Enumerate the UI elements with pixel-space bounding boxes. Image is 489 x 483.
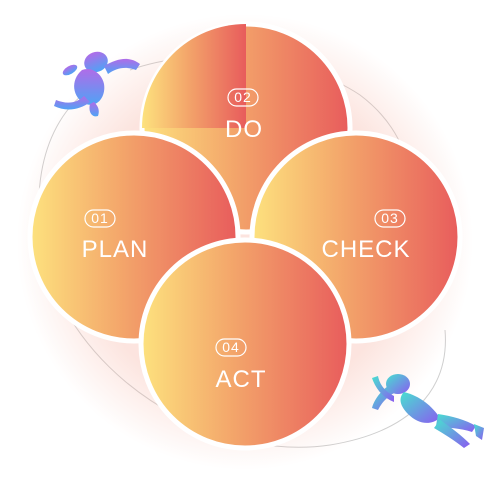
floating-person-top-left-icon (54, 51, 140, 117)
step-number: 04 (222, 339, 240, 355)
step-check: 03 CHECK (321, 209, 410, 263)
step-label: DO (225, 116, 263, 143)
step-number-badge (84, 209, 116, 228)
step-plan: 01 PLAN (82, 209, 149, 263)
step-label: CHECK (321, 236, 410, 263)
step-do: 02 DO (225, 88, 263, 143)
floating-person-bottom-right-icon (372, 374, 484, 448)
step-number: 02 (234, 89, 252, 105)
step-number-badge (215, 338, 247, 357)
petal-do-overlap (142, 24, 246, 128)
step-number: 01 (91, 210, 109, 226)
step-number-badge (227, 88, 259, 107)
step-number: 03 (381, 210, 399, 226)
step-label: ACT (216, 366, 267, 393)
step-label: PLAN (82, 236, 149, 263)
step-act: 04 ACT (215, 338, 267, 393)
step-number-badge (374, 209, 406, 228)
